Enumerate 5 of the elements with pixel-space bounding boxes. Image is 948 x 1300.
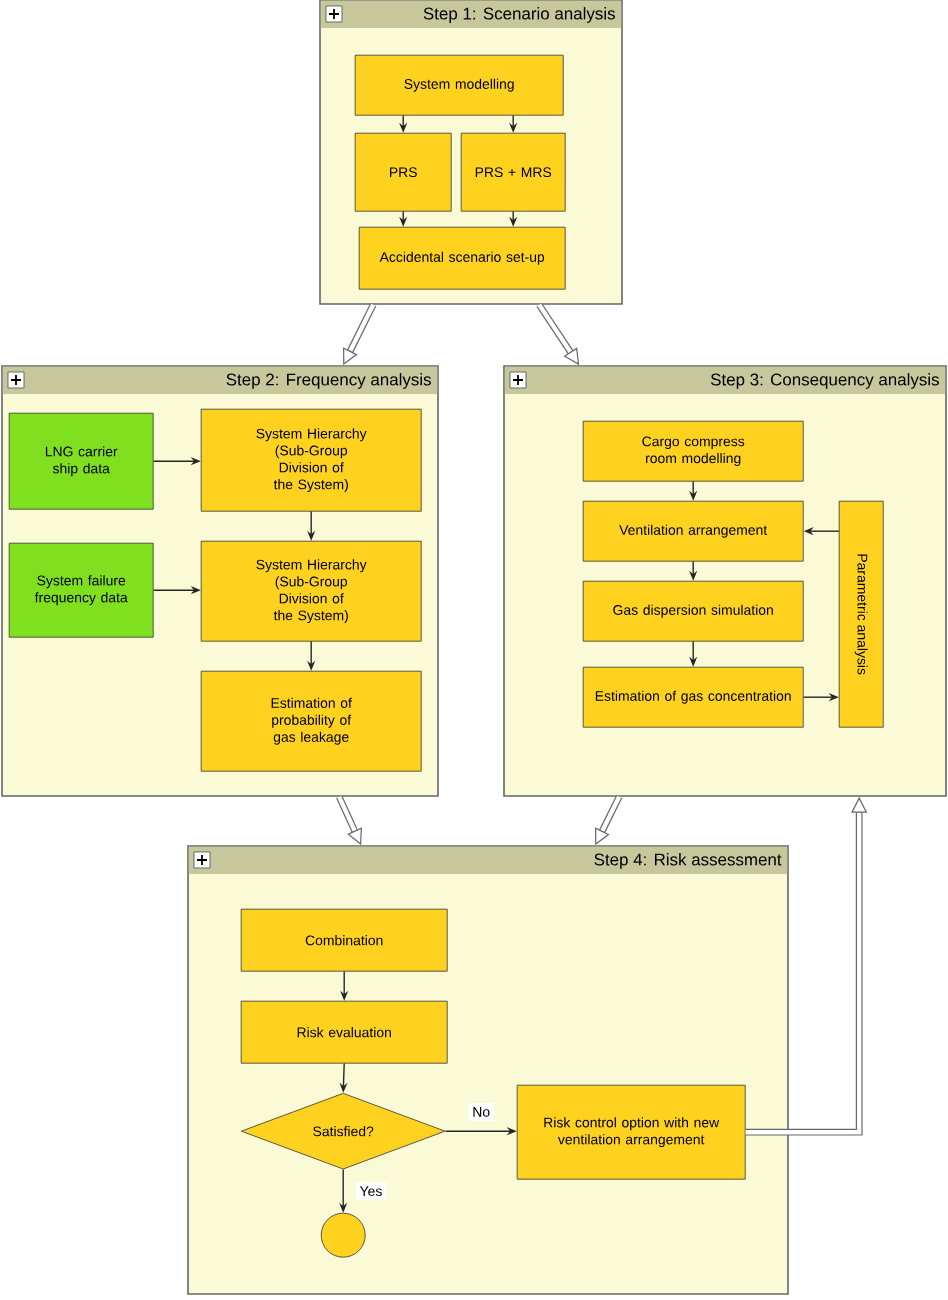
panel-title: Step 3: Consequency analysis <box>710 373 939 389</box>
end-circle <box>320 1212 366 1258</box>
panel-title: Step 2: Frequency analysis <box>226 373 431 389</box>
panel-title: Step 4: Risk assessment <box>594 853 782 869</box>
panel-title: Step 1: Scenario analysis <box>423 7 615 23</box>
